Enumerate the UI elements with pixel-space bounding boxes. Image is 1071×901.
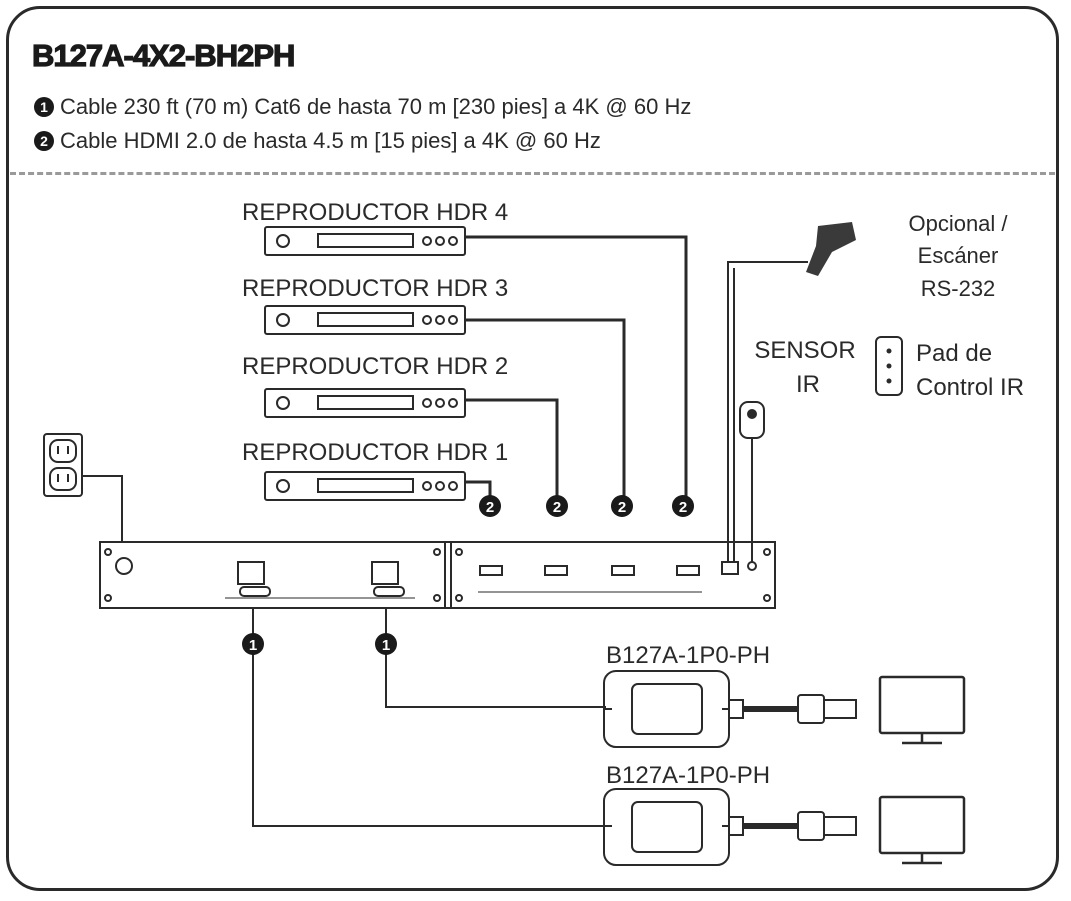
ir-sensor-label: SENSOR [754, 337, 855, 364]
scanner-label: Escáner [918, 243, 999, 268]
hdmi-markers: 2 2 2 2 [479, 495, 694, 517]
ir-sensor-icon [739, 401, 765, 439]
marker-1-icon: 1 [34, 97, 54, 117]
hdmi-marker-3: 2 [618, 499, 626, 516]
product-title: B127A-4X2-BH2PH [31, 37, 296, 73]
power-cable [82, 475, 123, 542]
player-4-device-icon [264, 226, 466, 256]
rs232-label: RS-232 [921, 276, 996, 301]
monitor-2-icon [878, 795, 966, 865]
marker-2-icon: 2 [34, 131, 54, 151]
hdmi-marker-2: 2 [553, 499, 561, 516]
rs232-scanner-icon [806, 222, 856, 276]
optional-label: Opcional / [908, 211, 1008, 236]
player-2-label: REPRODUCTOR HDR 2 [242, 353, 508, 380]
ir-pad-label-2: Control IR [916, 374, 1024, 401]
hdmi-cables [465, 235, 688, 500]
player-1-device-icon [264, 471, 466, 501]
cat6-marker-1: 1 [249, 637, 257, 654]
matrix-switch [99, 541, 776, 609]
hdmi-cable-4 [465, 235, 688, 500]
note-cat6: 1 Cable 230 ft (70 m) Cat6 de hasta 70 m … [34, 94, 691, 120]
receiver-1-device-icon [603, 670, 857, 748]
player-3-device-icon [264, 305, 466, 335]
cat6-cable-1 [252, 608, 606, 827]
hdmi-cable-1 [465, 480, 492, 500]
rs232-cable [727, 261, 808, 562]
player-3-label: REPRODUCTOR HDR 3 [242, 275, 508, 302]
player-4-label: REPRODUCTOR HDR 4 [242, 199, 508, 226]
cat6-cables [252, 608, 606, 827]
cat6-marker-2: 1 [382, 637, 390, 654]
note-hdmi: 2 Cable HDMI 2.0 de hasta 4.5 m [15 pies]… [34, 128, 601, 154]
player-2-device-icon [264, 388, 466, 418]
hdmi-marker-1: 2 [486, 499, 494, 516]
ir-sensor-label-2: IR [796, 371, 820, 398]
note-hdmi-text: Cable HDMI 2.0 de hasta 4.5 m [15 pies] … [60, 128, 601, 153]
hdmi-marker-4: 2 [679, 499, 687, 516]
diagram-frame [6, 6, 1059, 891]
ir-control-pad-icon [875, 336, 903, 396]
player-1-label: REPRODUCTOR HDR 1 [242, 439, 508, 466]
ir-pad-label: Pad de [916, 340, 992, 367]
wall-outlet-icon [43, 433, 83, 497]
cat6-markers: 1 1 [242, 633, 397, 655]
hdmi-cable-2 [465, 398, 559, 500]
note-cat6-text: Cable 230 ft (70 m) Cat6 de hasta 70 m [… [60, 94, 692, 119]
dashed-divider [10, 172, 1055, 175]
monitor-1-icon [878, 675, 966, 745]
receiver-2-device-icon [603, 788, 857, 866]
hdmi-cable-3 [465, 318, 626, 500]
receiver-1-label: B127A-1P0-PH [606, 642, 770, 669]
receiver-2-label: B127A-1P0-PH [606, 762, 770, 789]
cat6-cable-2 [385, 608, 606, 708]
